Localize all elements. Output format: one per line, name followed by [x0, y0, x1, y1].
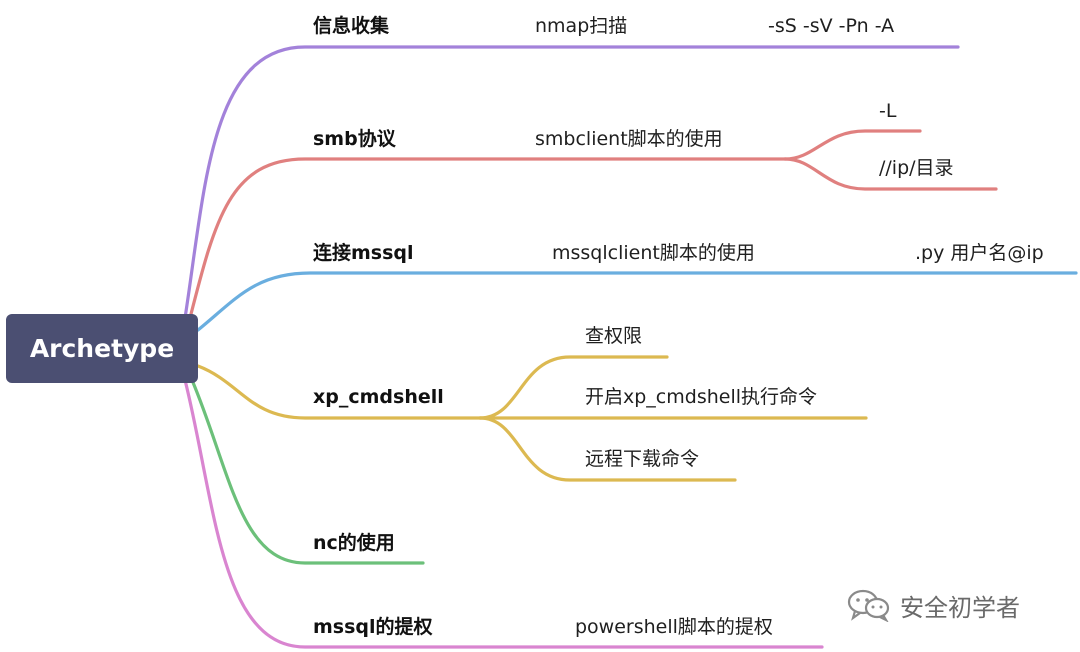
watermark-text: 安全初学者: [900, 593, 1020, 622]
branch-smb[interactable]: smb协议: [313, 128, 396, 150]
node-smbclient[interactable]: smbclient脚本的使用: [535, 128, 723, 150]
connector-smb-dir: [783, 157, 998, 191]
node-nmap-scan[interactable]: nmap扫描: [535, 15, 628, 37]
branch-mssql-privesc[interactable]: mssql的提权: [313, 616, 433, 638]
connector-mssql: [196, 271, 1078, 332]
connector-nc: [190, 378, 425, 565]
node-mssqlclient-usage[interactable]: .py 用户名@ip: [915, 242, 1044, 264]
node-powershell-privesc[interactable]: powershell脚本的提权: [575, 616, 773, 638]
node-nmap-flags[interactable]: -sS -sV -Pn -A: [768, 15, 895, 37]
branch-info-gathering[interactable]: 信息收集: [313, 15, 390, 37]
branch-connect-mssql[interactable]: 连接mssql: [313, 242, 414, 264]
connector-xp-perm: [478, 355, 669, 420]
root-node[interactable]: Archetype: [6, 314, 198, 383]
node-smb-L[interactable]: -L: [879, 100, 897, 122]
connector-xp-download: [478, 416, 737, 482]
connector-smb: [188, 157, 787, 320]
node-remote-download[interactable]: 远程下载命令: [585, 448, 700, 470]
connector-smb-L: [783, 129, 922, 161]
branch-nc[interactable]: nc的使用: [313, 532, 395, 554]
watermark: 安全初学者: [846, 585, 1020, 625]
connector-info-gathering: [183, 45, 960, 320]
node-mssqlclient[interactable]: mssqlclient脚本的使用: [552, 242, 755, 264]
wechat-icon: [847, 589, 890, 622]
node-enable-xp-cmdshell[interactable]: 开启xp_cmdshell执行命令: [585, 386, 818, 408]
connector-privesc: [183, 378, 824, 649]
node-smb-dir[interactable]: //ip/目录: [879, 157, 954, 179]
root-label: Archetype: [29, 334, 175, 363]
node-check-permissions[interactable]: 查权限: [585, 325, 643, 347]
connector-xp: [196, 364, 482, 420]
branch-xp-cmdshell[interactable]: xp_cmdshell: [313, 386, 444, 408]
